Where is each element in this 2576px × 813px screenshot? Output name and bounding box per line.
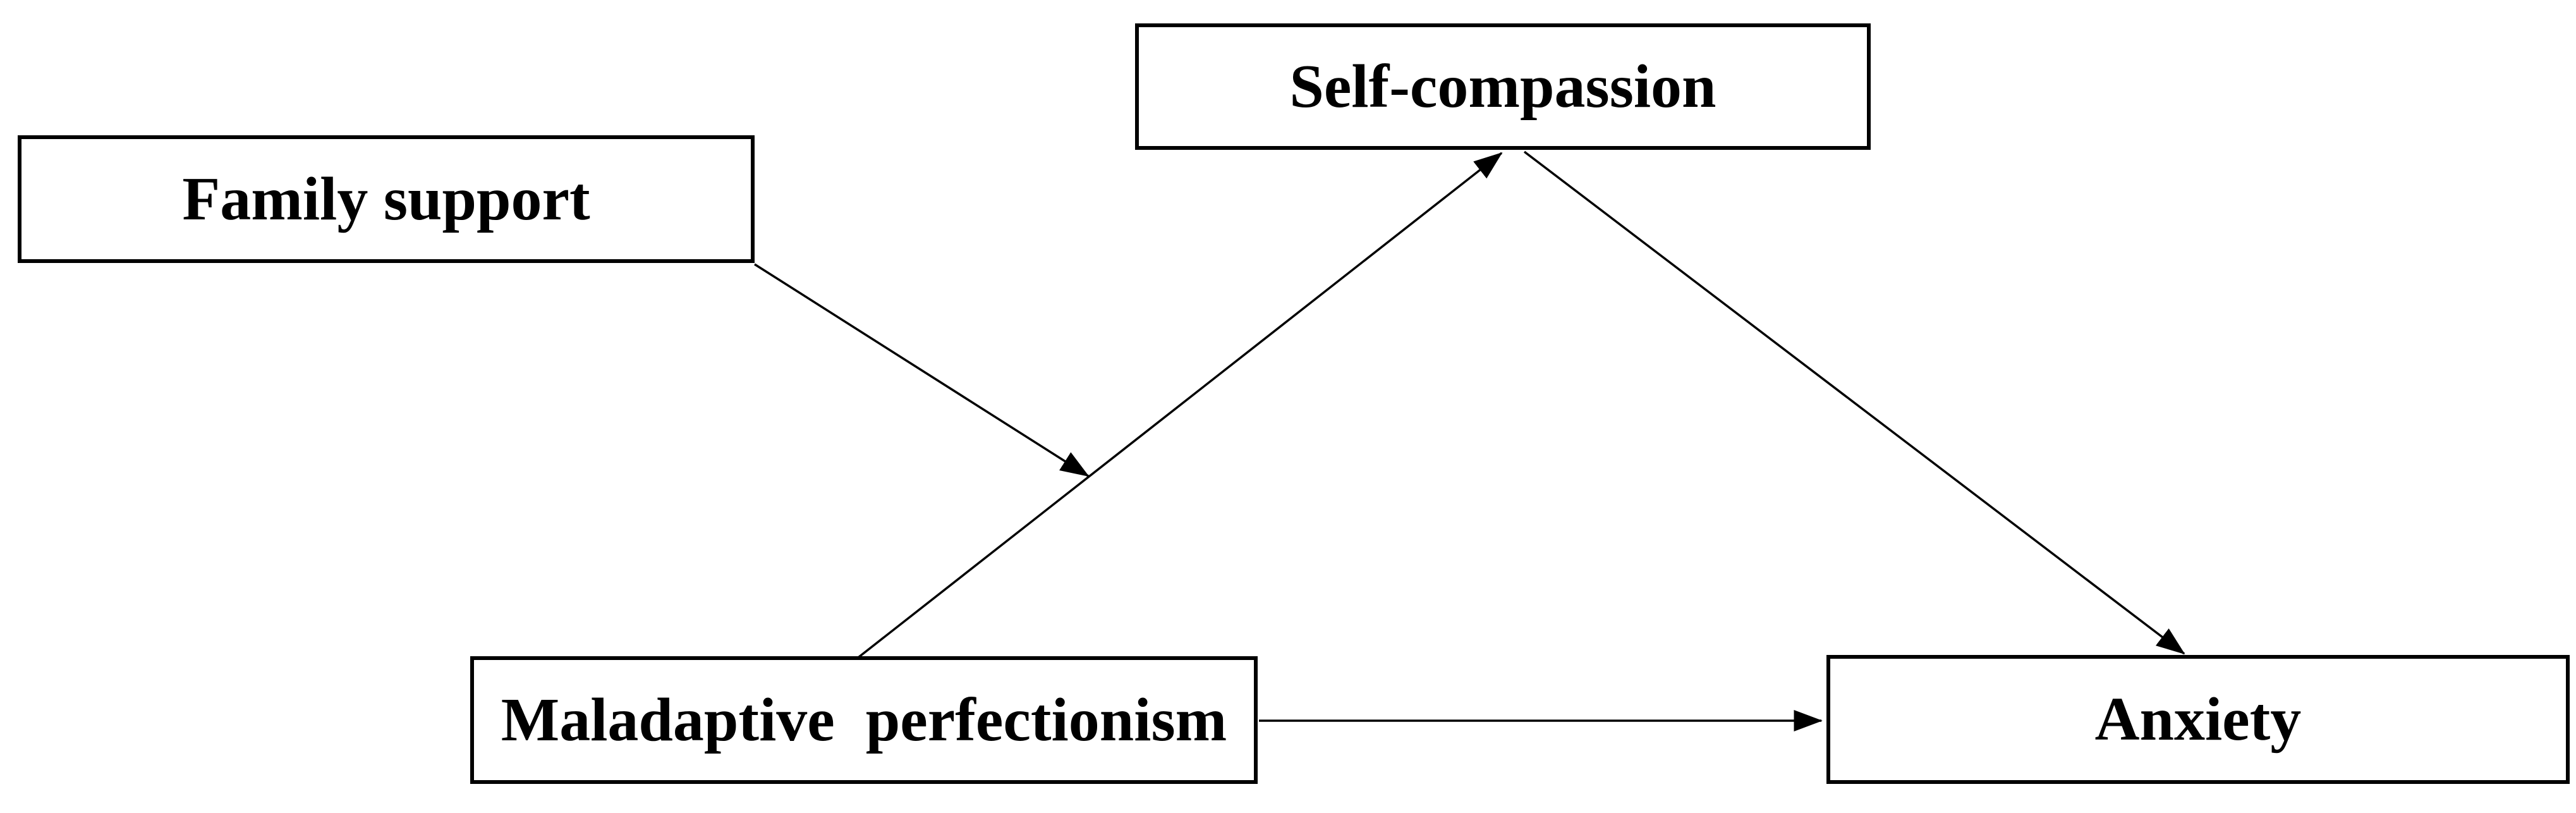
node-family-support: Family support: [18, 135, 755, 263]
node-anxiety-label: Anxiety: [2094, 685, 2302, 754]
node-maladaptive-perfectionism: Maladaptive perfectionism: [470, 656, 1258, 784]
node-anxiety: Anxiety: [1826, 655, 2570, 784]
node-self-compassion-label: Self-compassion: [1289, 52, 1716, 121]
node-self-compassion: Self-compassion: [1135, 23, 1871, 150]
node-family-support-label: Family support: [182, 165, 590, 233]
arrow-maladaptive-to-self-compassion: [857, 152, 1503, 659]
arrow-family-support-to-mediation-path: [754, 263, 1090, 477]
arrow-self-compassion-to-anxiety: [1523, 150, 2185, 655]
node-maladaptive-perfectionism-label: Maladaptive perfectionism: [501, 686, 1227, 754]
